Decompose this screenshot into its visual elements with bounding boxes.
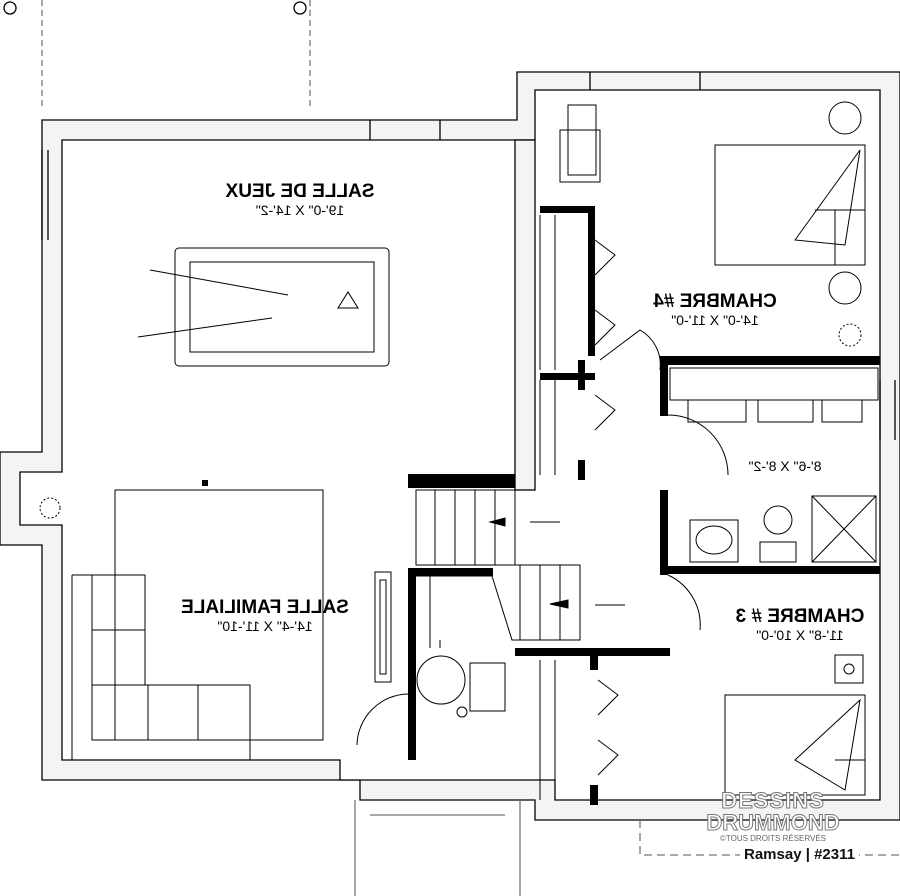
room-bathroom: 8'-6" X 8'-2" (730, 458, 840, 474)
room-dims: 14'-4" X 11'-10" (217, 618, 313, 634)
room-name: SALLE DE JEUX (225, 181, 375, 202)
room-name: CHAMBRE #4 (653, 291, 777, 312)
room-dims: 8'-6" X 8'-2" (748, 458, 822, 474)
dessins-drummond-logo: DESSINS DRUMMOND ©TOUS DROITS RÉSERVÉS (688, 788, 858, 844)
plan-caption: Ramsay | #2311 (740, 846, 859, 863)
logo-line1: DESSINS (721, 788, 825, 813)
room-salle-familiale: SALLE FAMILIALE 14'-4" X 11'-10" (160, 597, 370, 634)
room-dims: 19'-0" X 14'-2" (255, 202, 345, 218)
room-dims: 11'-8" X 10'-0" (756, 627, 844, 643)
logo-copyright: ©TOUS DROITS RÉSERVÉS (719, 834, 827, 843)
room-dims: 14'-0" X 11'-0" (671, 312, 759, 328)
room-salle-de-jeux: SALLE DE JEUX 19'-0" X 14'-2" (205, 181, 395, 218)
room-name: SALLE FAMILIALE (181, 597, 349, 618)
logo-line2: DRUMMOND (706, 810, 840, 835)
room-chambre-3: CHAMBRE # 3 11'-8" X 10'-0" (735, 606, 865, 643)
room-name: CHAMBRE # 3 (735, 606, 865, 627)
room-chambre-4: CHAMBRE #4 14'-0" X 11'-0" (640, 291, 790, 328)
